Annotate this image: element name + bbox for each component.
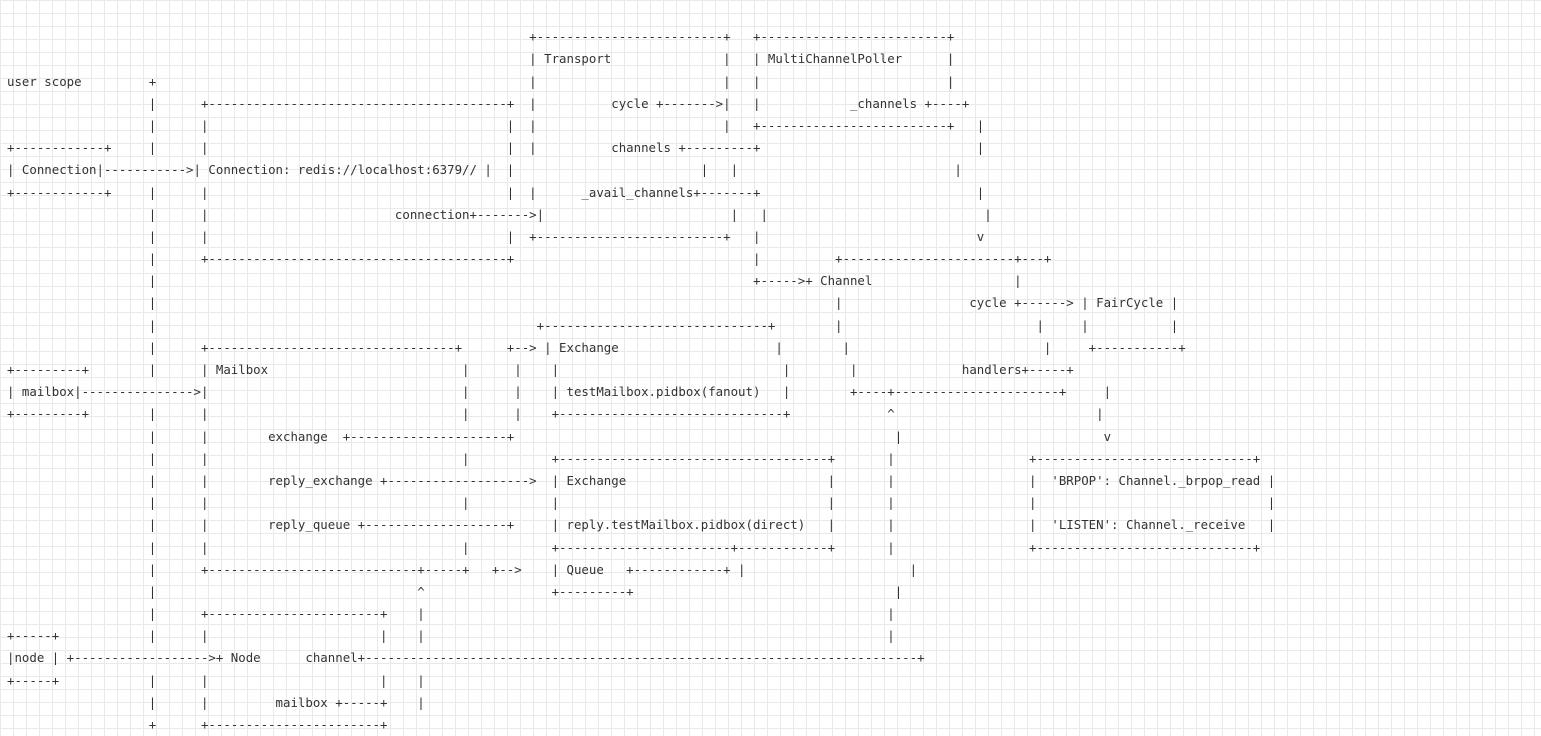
ascii-architecture-diagram: +-------------------------+ +-----------… (7, 4, 1275, 736)
diagram-line: | +-------------------------------------… (7, 95, 970, 111)
diagram-line: + +-----------------------+ (7, 717, 388, 732)
diagram-line: |node | +------------------>+ Node chann… (7, 650, 925, 666)
diagram-line: | +------------------------------+ | | |… (7, 317, 1179, 333)
diagram-line: +-----+ | | | | | (7, 628, 895, 644)
diagram-line: +-----+ | | | | (7, 672, 425, 688)
diagram-line: | | | | | +-------------------------+ | (7, 117, 985, 133)
diagram-line: +---------+ | | | | +-------------------… (7, 406, 1104, 422)
diagram-line: | Connection|----------->| Connection: r… (7, 162, 962, 178)
diagram-line: | | | +-----------------------+---------… (7, 539, 1261, 555)
diagram-line: +------------+ | | | | channels +-------… (7, 140, 985, 156)
diagram-line: | | connection+------->| | | | (7, 206, 992, 222)
diagram-line: | | | | | | | | (7, 495, 1276, 511)
diagram-line: | | cycle +------> | FairCycle | (7, 295, 1179, 311)
diagram-line: +------------+ | | | | _avail_channels+-… (7, 184, 985, 200)
diagram-line: | +---------------------------------+ +-… (7, 339, 1186, 355)
diagram-line: | +-------------------------------------… (7, 251, 1052, 267)
diagram-line: | | | +---------------------------------… (7, 450, 1261, 466)
diagram-line: user scope + | | | | (7, 73, 955, 89)
diagram-line: | | reply_exchange +------------------->… (7, 472, 1276, 488)
diagram-line: | | | +-------------------------+ | v (7, 228, 985, 244)
diagram-line (7, 4, 1275, 26)
diagram-line: +---------+ | | Mailbox | | | | | handle… (7, 362, 1074, 377)
diagram-line: | +----------------------------+-----+ +… (7, 561, 918, 577)
diagram-line: | | mailbox +-----+ | (7, 694, 425, 710)
diagram-line: | +----->+ Channel | (7, 273, 1022, 289)
diagram-line: | +-----------------------+ | | (7, 606, 895, 622)
diagram-line: +-------------------------+ +-----------… (7, 29, 955, 45)
diagram-line: | Transport | | MultiChannelPoller | (7, 51, 955, 67)
diagram-line: | | reply_queue +-------------------+ | … (7, 517, 1276, 533)
diagram-line: | mailbox|--------------->| | | | testMa… (7, 384, 1112, 400)
diagram-line: | | exchange +---------------------+ | v (7, 428, 1112, 444)
diagram-line: | ^ +---------+ | (7, 583, 903, 599)
